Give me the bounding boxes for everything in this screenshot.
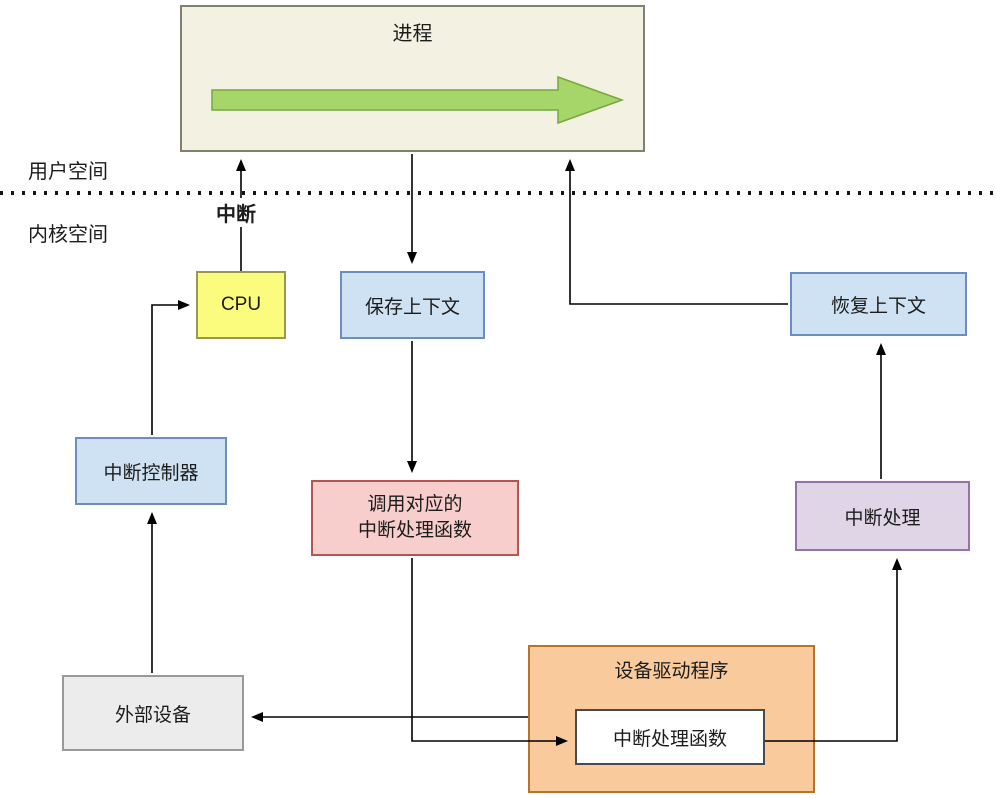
save-context-box: 保存上下文 [340, 271, 485, 339]
call-handler-label: 调用对应的 中断处理函数 [357, 494, 472, 541]
interrupt-handler-fn-box: 中断处理函数 [575, 709, 765, 765]
call-handler-box: 调用对应的 中断处理函数 [311, 480, 519, 556]
process-box: 进程 [180, 5, 645, 152]
interrupt-handling-label: 中断处理 [844, 507, 921, 529]
interrupt-controller-box: 中断控制器 [75, 437, 227, 505]
cpu-label: CPU [220, 294, 262, 315]
restore-context-label: 恢复上下文 [830, 295, 926, 317]
arrow-controller-to-cpu [151, 300, 190, 435]
external-device-label: 外部设备 [114, 704, 191, 726]
restore-context-box: 恢复上下文 [790, 272, 967, 336]
interrupt-edge-label: 中断 [214, 198, 258, 227]
arrow-restore-context-to-process [565, 159, 788, 305]
external-device-box: 外部设备 [62, 675, 244, 751]
device-driver-label: 设备驱动程序 [614, 661, 729, 682]
cpu-box: CPU [196, 271, 286, 339]
process-label: 进程 [392, 23, 433, 45]
user-space-label: 用户空间 [28, 161, 108, 183]
interrupt-controller-label: 中断控制器 [103, 462, 199, 484]
interrupt-handler-fn-label: 中断处理函数 [612, 728, 727, 750]
save-context-label: 保存上下文 [364, 296, 460, 318]
interrupt-handling-box: 中断处理 [795, 481, 970, 551]
kernel-space-label: 内核空间 [28, 224, 108, 246]
device-driver-box: 设备驱动程序 中断处理函数 [528, 645, 815, 793]
